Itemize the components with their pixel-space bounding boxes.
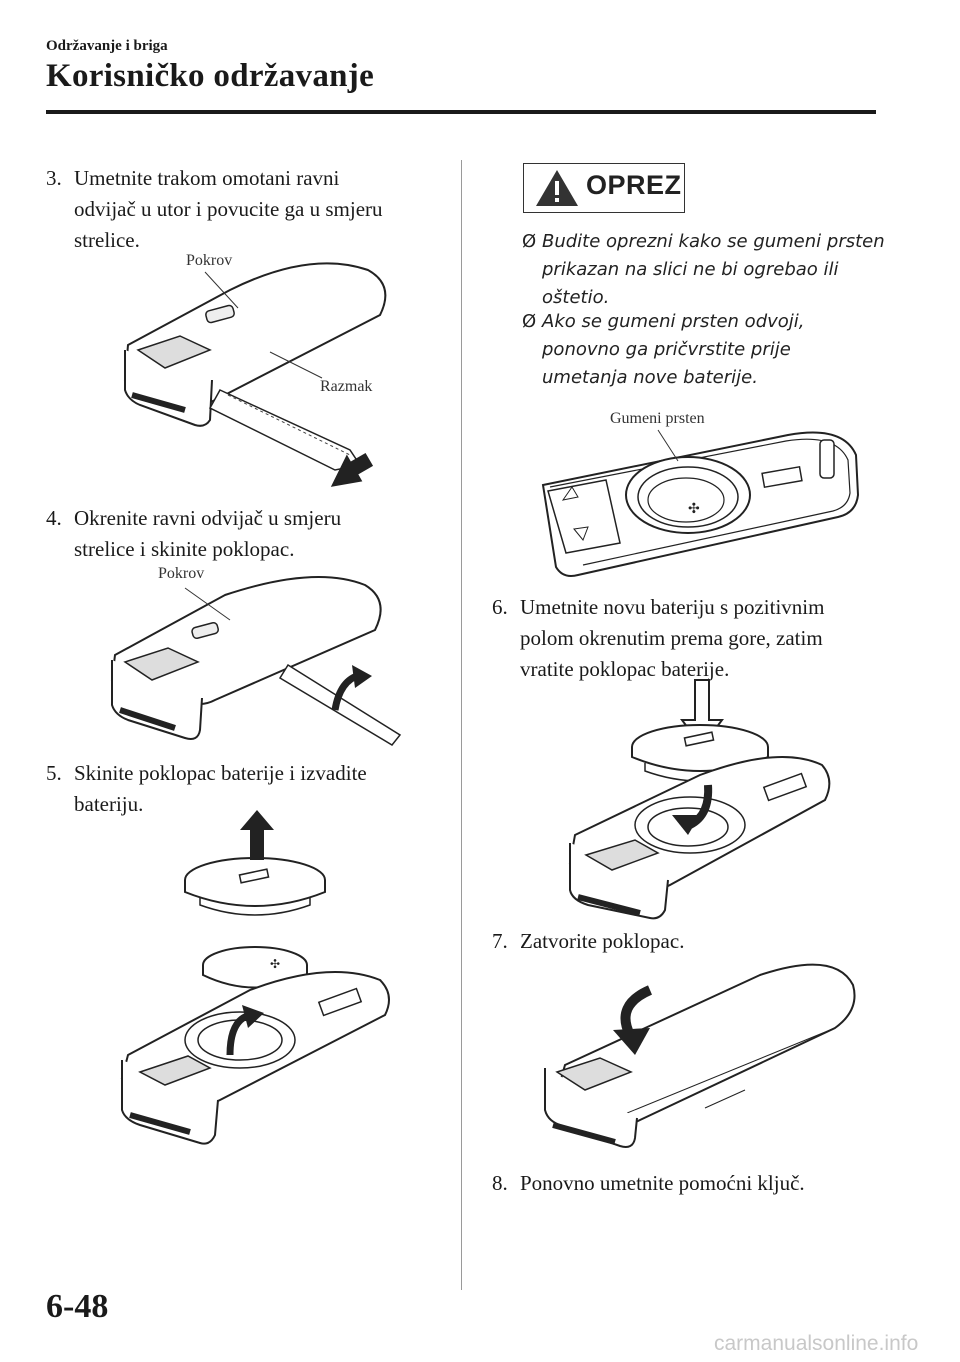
label-gap: Razmak xyxy=(320,378,373,395)
step-line: strelice. xyxy=(74,228,140,252)
label-cover: Pokrov xyxy=(158,565,205,582)
step-line: Umetnite trakom omotani ravni xyxy=(74,166,340,190)
step-5: 5. Skinite poklopac baterije i izvadite … xyxy=(46,758,446,823)
figure-close-cover xyxy=(535,960,860,1155)
step-4: 4. Okrenite ravni odvijač u smjeru strel… xyxy=(46,503,446,568)
caution-line: umetanja nove baterije. xyxy=(542,367,758,388)
caution-item: Ø Budite oprezni kako se gumeni prsten p… xyxy=(522,228,885,312)
caution-bullet: Ø xyxy=(522,231,537,252)
caution-title: OPREZ xyxy=(586,170,682,200)
step-8: 8. Ponovno umetnite pomoćni ključ. xyxy=(492,1168,892,1200)
svg-text:✣: ✣ xyxy=(270,957,280,971)
page-number: 6-48 xyxy=(46,1288,109,1325)
column-divider xyxy=(461,160,462,1290)
step-number: 5. xyxy=(46,761,62,785)
step-line: strelice i skinite poklopac. xyxy=(74,537,295,561)
caution-item: Ø Ako se gumeni prsten odvoji, ponovno g… xyxy=(522,308,882,392)
step-7: 7. Zatvorite poklopac. xyxy=(492,926,892,958)
chapter-title: Korisničko održavanje xyxy=(46,58,375,94)
caution-line: oštetio. xyxy=(542,287,610,308)
section-label: Održavanje i briga xyxy=(46,38,168,54)
warning-icon xyxy=(536,170,578,206)
step-number: 8. xyxy=(492,1171,508,1195)
figure-remove-battery: ✣ xyxy=(110,810,400,1150)
step-line: Zatvorite poklopac. xyxy=(520,929,685,953)
watermark: carmanualsonline.info xyxy=(714,1332,919,1355)
figure-remove-cover xyxy=(100,570,410,750)
step-line: Umetnite novu bateriju s pozitivnim xyxy=(520,595,825,619)
label-rubber-ring: Gumeni prsten xyxy=(610,410,705,427)
step-line: odvijač u utor i povucite ga u smjeru xyxy=(74,197,383,221)
step-line: Ponovno umetnite pomoćni ključ. xyxy=(520,1171,805,1195)
step-number: 6. xyxy=(492,595,508,619)
step-line: vratite poklopac baterije. xyxy=(520,657,730,681)
figure-rubber-ring: ✣ xyxy=(538,425,868,585)
step-number: 7. xyxy=(492,929,508,953)
label-cover: Pokrov xyxy=(186,252,233,269)
step-line: bateriju. xyxy=(74,792,144,816)
figure-open-gap xyxy=(110,250,400,500)
step-6: 6. Umetnite novu bateriju s pozitivnim p… xyxy=(492,592,892,692)
svg-text:✣: ✣ xyxy=(688,501,700,517)
step-line: polom okrenutim prema gore, zatim xyxy=(520,626,823,650)
step-3: 3. Umetnite trakom omotani ravni odvijač… xyxy=(46,163,446,263)
caution-line: Ako se gumeni prsten odvoji, xyxy=(542,311,805,332)
step-number: 4. xyxy=(46,506,62,530)
step-line: Okrenite ravni odvijač u smjeru xyxy=(74,506,342,530)
caution-line: ponovno ga pričvrstite prije xyxy=(542,339,791,360)
caution-box: OPREZ xyxy=(523,163,685,213)
figure-insert-battery xyxy=(560,675,835,920)
caution-line: Budite oprezni kako se gumeni prsten xyxy=(542,231,885,252)
step-number: 3. xyxy=(46,166,62,190)
caution-bullet: Ø xyxy=(522,311,537,332)
step-line: Skinite poklopac baterije i izvadite xyxy=(74,761,367,785)
header-rule xyxy=(46,110,876,114)
caution-line: prikazan na slici ne bi ogrebao ili xyxy=(542,259,839,280)
